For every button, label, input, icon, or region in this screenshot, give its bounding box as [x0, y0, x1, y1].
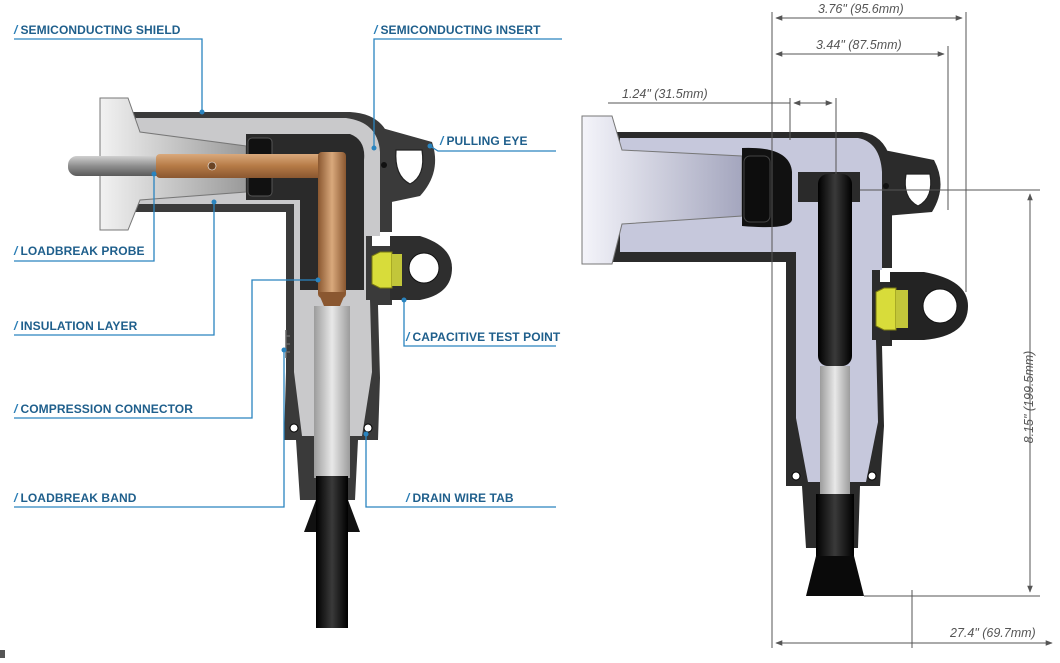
outline-elbow [581, 115, 968, 596]
loadbreak-probe-rod [68, 156, 164, 176]
label-semiconducting-shield: /SEMICONDUCTING SHIELD [14, 23, 181, 37]
label-text: SEMICONDUCTING INSERT [380, 23, 541, 37]
compression-connector-shape [318, 152, 346, 298]
label-slash-icon: / [440, 134, 444, 148]
label-text: INSULATION LAYER [20, 319, 138, 333]
loadbreak-probe-copper [156, 154, 344, 178]
label-semiconducting-insert: /SEMICONDUCTING INSERT [374, 23, 541, 37]
label-slash-icon: / [14, 491, 18, 505]
outline-cable-insulation [820, 366, 850, 496]
cable-insulation [314, 306, 350, 478]
outline-cable-jacket [816, 494, 854, 558]
outline-pulling-eye [883, 150, 941, 216]
leader-dots [151, 109, 433, 437]
label-slash-icon: / [14, 23, 18, 37]
label-insulation-layer: /INSULATION LAYER [14, 319, 137, 333]
label-compression-connector: /COMPRESSION CONNECTOR [14, 402, 193, 416]
pulling-eye [381, 128, 436, 204]
label-slash-icon: / [14, 402, 18, 416]
cutaway-elbow [68, 97, 452, 628]
drain-wire-tab-eye [390, 236, 452, 300]
label-slash-icon: / [14, 319, 18, 333]
dimension-lines [608, 12, 1053, 648]
label-slash-icon: / [406, 330, 410, 344]
label-text: PULLING EYE [446, 134, 528, 148]
outline-drain-tab-eye [890, 272, 968, 340]
dim-eye-to-bore: 3.44" (87.5mm) [816, 38, 902, 52]
label-text: DRAIN WIRE TAB [412, 491, 514, 505]
capacitive-test-point [371, 251, 402, 289]
label-slash-icon: / [406, 491, 410, 505]
label-drain-wire-tab: /DRAIN WIRE TAB [406, 491, 514, 505]
label-slash-icon: / [374, 23, 378, 37]
label-text: LOADBREAK BAND [20, 491, 137, 505]
label-text: COMPRESSION CONNECTOR [20, 402, 193, 416]
outline-test-point [875, 287, 908, 331]
leader-lines [14, 38, 562, 508]
label-capacitive-test-point: /CAPACITIVE TEST POINT [406, 330, 560, 344]
cable-jacket [316, 476, 348, 628]
label-text: CAPACITIVE TEST POINT [412, 330, 561, 344]
outline-insulation-shape [620, 138, 882, 482]
dim-overall-width: 3.76" (95.6mm) [818, 2, 904, 16]
dim-height: 8.15" (199.5mm) [1022, 350, 1036, 444]
dim-probe-offset: 1.24" (31.5mm) [622, 87, 708, 101]
label-text: SEMICONDUCTING SHIELD [20, 23, 181, 37]
label-loadbreak-probe: /LOADBREAK PROBE [14, 244, 145, 258]
label-text: LOADBREAK PROBE [20, 244, 145, 258]
dim-bottom-width: 27.4" (69.7mm) [950, 626, 1036, 640]
label-loadbreak-band: /LOADBREAK BAND [14, 491, 137, 505]
label-slash-icon: / [14, 244, 18, 258]
label-pulling-eye: /PULLING EYE [440, 134, 528, 148]
outline-connector-black [818, 174, 852, 366]
